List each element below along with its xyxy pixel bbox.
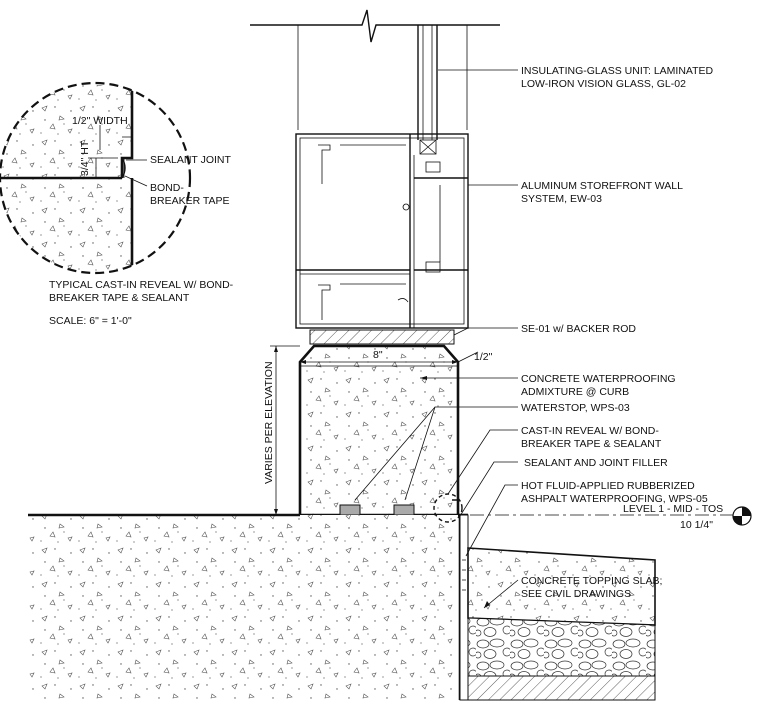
reveal-height-label: 3/4" HT <box>79 140 91 176</box>
curb-height-label: VARIES PER ELEVATION <box>263 361 275 484</box>
storefront-frame <box>295 133 469 329</box>
sealant-joint-label: SEALANT JOINT <box>150 154 231 166</box>
waterproofing-membrane <box>459 514 469 701</box>
enlarged-detail-title-line2: BREAKER TAPE & SEALANT <box>49 292 190 304</box>
concrete-slab <box>28 515 458 700</box>
sealant-backer-callout: SE-01 w/ BACKER ROD <box>521 323 636 335</box>
waterstop-left <box>339 504 361 516</box>
storefront-callout-line1: ALUMINUM STOREFRONT WALL <box>521 180 683 192</box>
waterproofing-callout-line2: ASHPALT WATERPROOFING, WPS-05 <box>521 493 708 505</box>
chamfer-label: 1/2" <box>474 351 493 363</box>
enlarged-detail-scale: SCALE: 6" = 1'-0" <box>49 315 132 327</box>
glass-callout-line2: LOW-IRON VISION GLASS, GL-02 <box>521 78 686 90</box>
level-name: LEVEL 1 - MID - TOS <box>623 503 723 515</box>
waterproofing-callout-line1: HOT FLUID-APPLIED RUBBERIZED <box>521 480 695 492</box>
reveal-callout-line2: BREAKER TAPE & SEALANT <box>521 438 662 450</box>
topping-slab-callout-line1: CONCRETE TOPPING SLAB; <box>521 575 662 587</box>
chamfer-dimension <box>457 351 479 363</box>
bond-breaker-label-line2: BREAKER TAPE <box>150 195 230 207</box>
curb-concrete-callout-line2: ADMIXTURE @ CURB <box>521 386 629 398</box>
glass-callout-line1: INSULATING-GLASS UNIT: LAMINATED <box>521 65 714 77</box>
break-line <box>250 9 500 43</box>
concrete-curb <box>298 344 460 517</box>
gravel-bed <box>467 617 656 677</box>
joint-filler-callout: SEALANT AND JOINT FILLER <box>524 457 668 469</box>
level-target-icon <box>732 506 752 526</box>
leader-lines <box>354 69 519 609</box>
reveal-width-label: 1/2" WIDTH <box>72 115 128 127</box>
enlarged-detail-title-line1: TYPICAL CAST-IN REVEAL W/ BOND- <box>49 279 234 291</box>
insulating-glass-unit <box>297 25 468 155</box>
waterstop-callout: WATERSTOP, WPS-03 <box>521 402 630 414</box>
bond-breaker-label-line1: BOND- <box>150 182 184 194</box>
subgrade <box>467 675 656 701</box>
curb-width-dimension <box>300 360 458 364</box>
curb-height-dimension <box>270 345 300 515</box>
storefront-callout-line2: SYSTEM, EW-03 <box>521 193 602 205</box>
curb-concrete-callout-line1: CONCRETE WATERPROOFING <box>521 373 676 385</box>
reveal-callout-line1: CAST-IN REVEAL W/ BOND- <box>521 425 659 437</box>
curb-width-label: 8" <box>373 349 383 361</box>
level-elevation: 10 1/4" <box>680 519 713 531</box>
topping-slab-callout-line2: SEE CIVIL DRAWINGS <box>521 588 631 600</box>
waterstop-right <box>393 504 415 516</box>
enlarged-reveal-detail <box>0 81 192 275</box>
backer-rod-sealant <box>309 329 455 345</box>
